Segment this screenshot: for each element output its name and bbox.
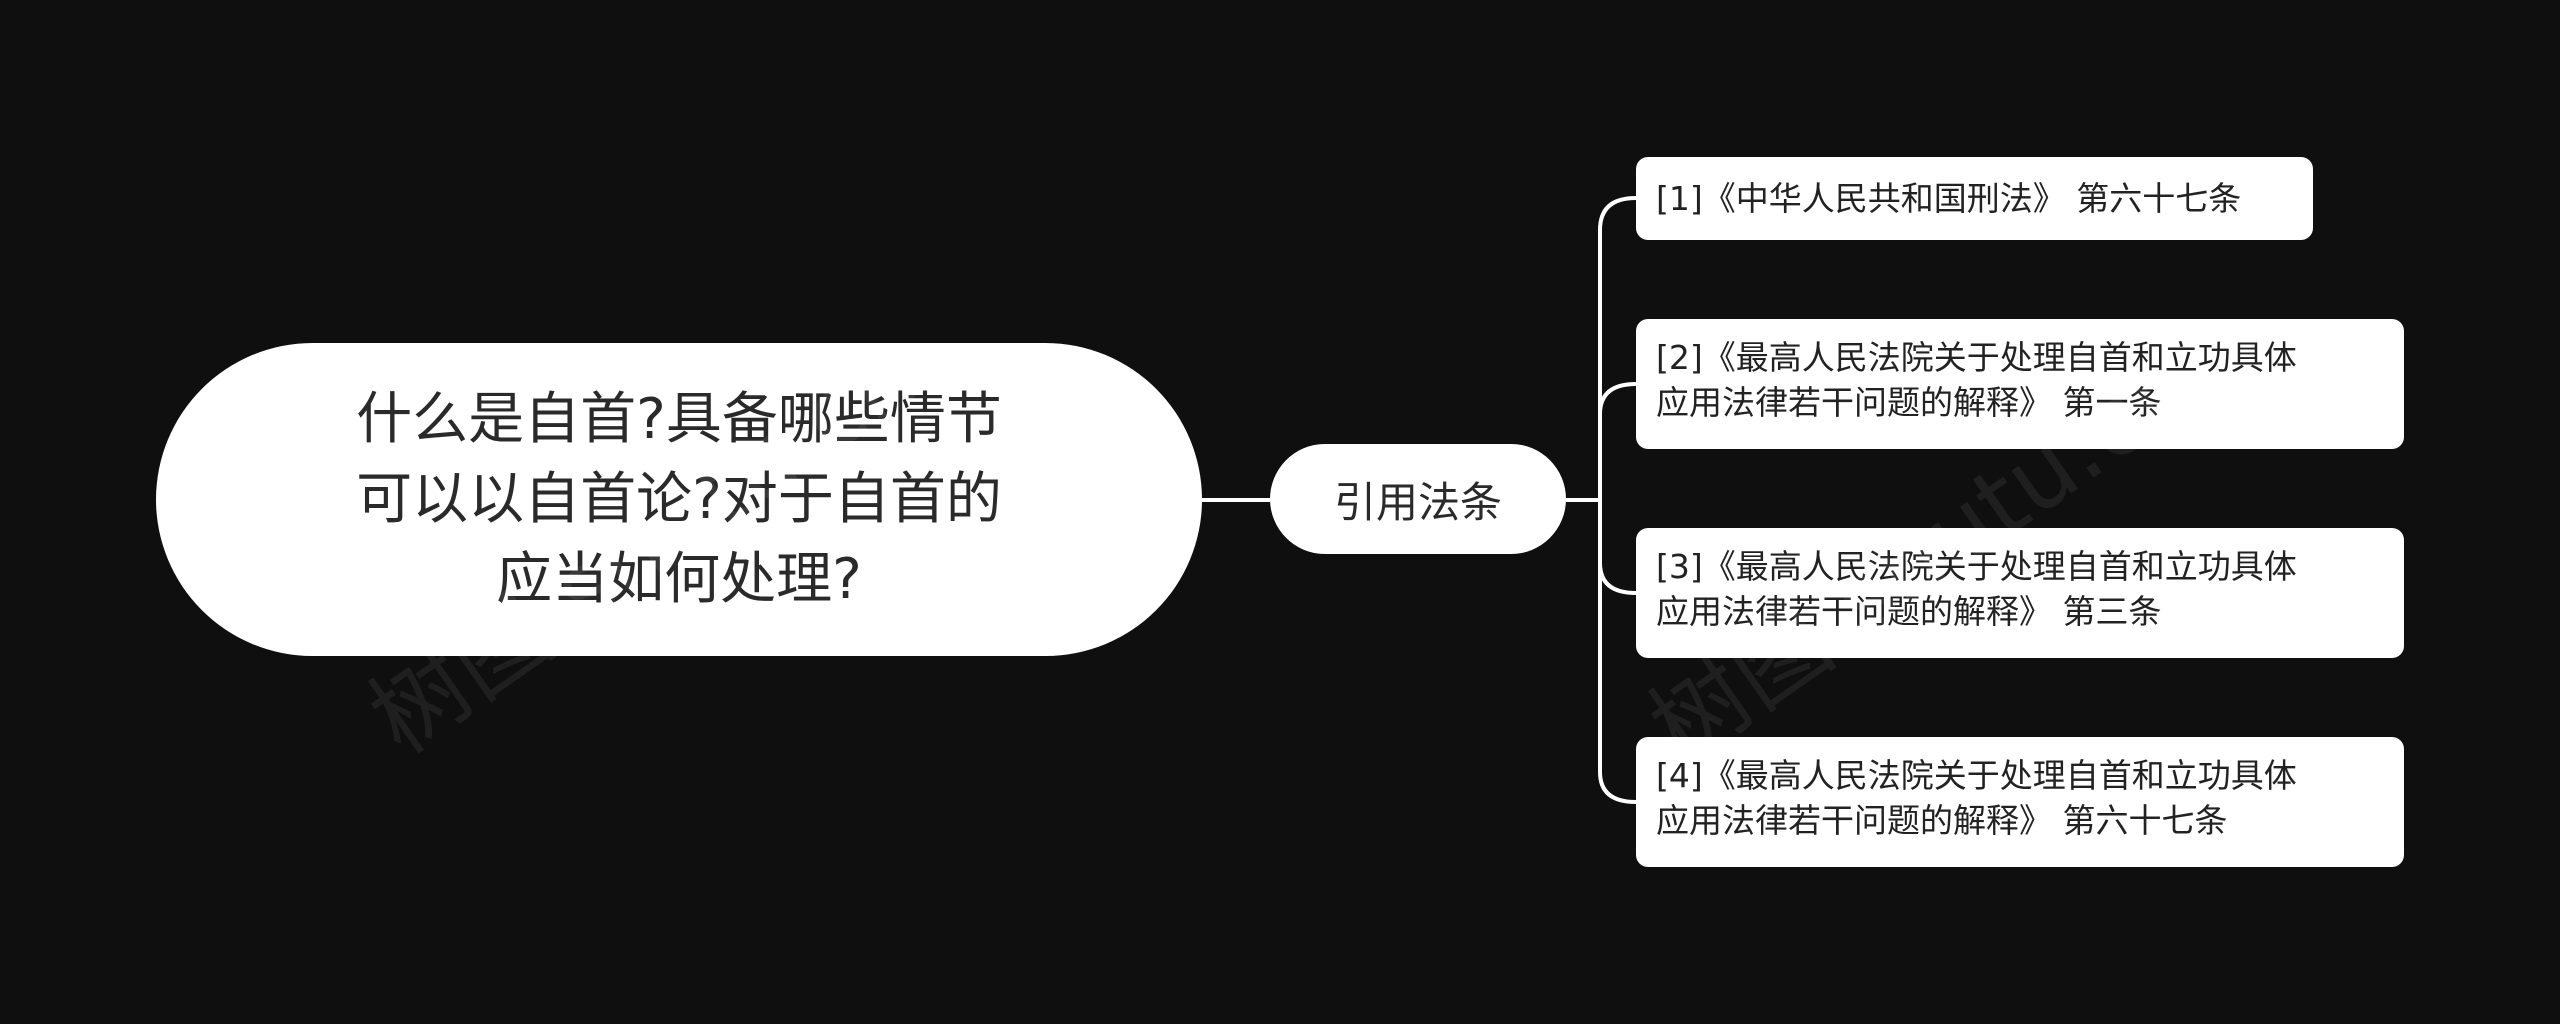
trunk-to-reference-1-line (1598, 196, 1637, 500)
reference-text-2: [2]《最高人民法院关于处理自首和立功具体 应用法律若干问题的解释》 第一条 (1656, 338, 2297, 422)
branch-node-cited-laws[interactable]: 引用法条 (1270, 444, 1566, 554)
reference-node-1[interactable]: [1]《中华人民共和国刑法》 第六十七条 (1636, 157, 2313, 240)
reference-text-3: [3]《最高人民法院关于处理自首和立功具体 应用法律若干问题的解释》 第三条 (1656, 547, 2297, 631)
trunk-to-reference-3-line (1598, 500, 1637, 595)
reference-text-4: [4]《最高人民法院关于处理自首和立功具体 应用法律若干问题的解释》 第六十七条 (1656, 756, 2297, 840)
branch-label: 引用法条 (1333, 477, 1502, 527)
reference-node-2[interactable]: [2]《最高人民法院关于处理自首和立功具体 应用法律若干问题的解释》 第一条 (1636, 319, 2404, 449)
reference-node-3[interactable]: [3]《最高人民法院关于处理自首和立功具体 应用法律若干问题的解释》 第三条 (1636, 528, 2404, 658)
root-topic-node[interactable]: 什么是自首?具备哪些情节 可以以自首论?对于自首的 应当如何处理? (156, 343, 1202, 656)
reference-text-1: [1]《中华人民共和国刑法》 第六十七条 (1656, 179, 2242, 218)
trunk-to-reference-2-line (1598, 382, 1637, 500)
root-topic-text: 什么是自首?具备哪些情节 可以以自首论?对于自首的 应当如何处理? (356, 386, 1002, 612)
trunk-to-reference-4-line (1598, 500, 1637, 804)
reference-node-4[interactable]: [4]《最高人民法院关于处理自首和立功具体 应用法律若干问题的解释》 第六十七条 (1636, 737, 2404, 867)
